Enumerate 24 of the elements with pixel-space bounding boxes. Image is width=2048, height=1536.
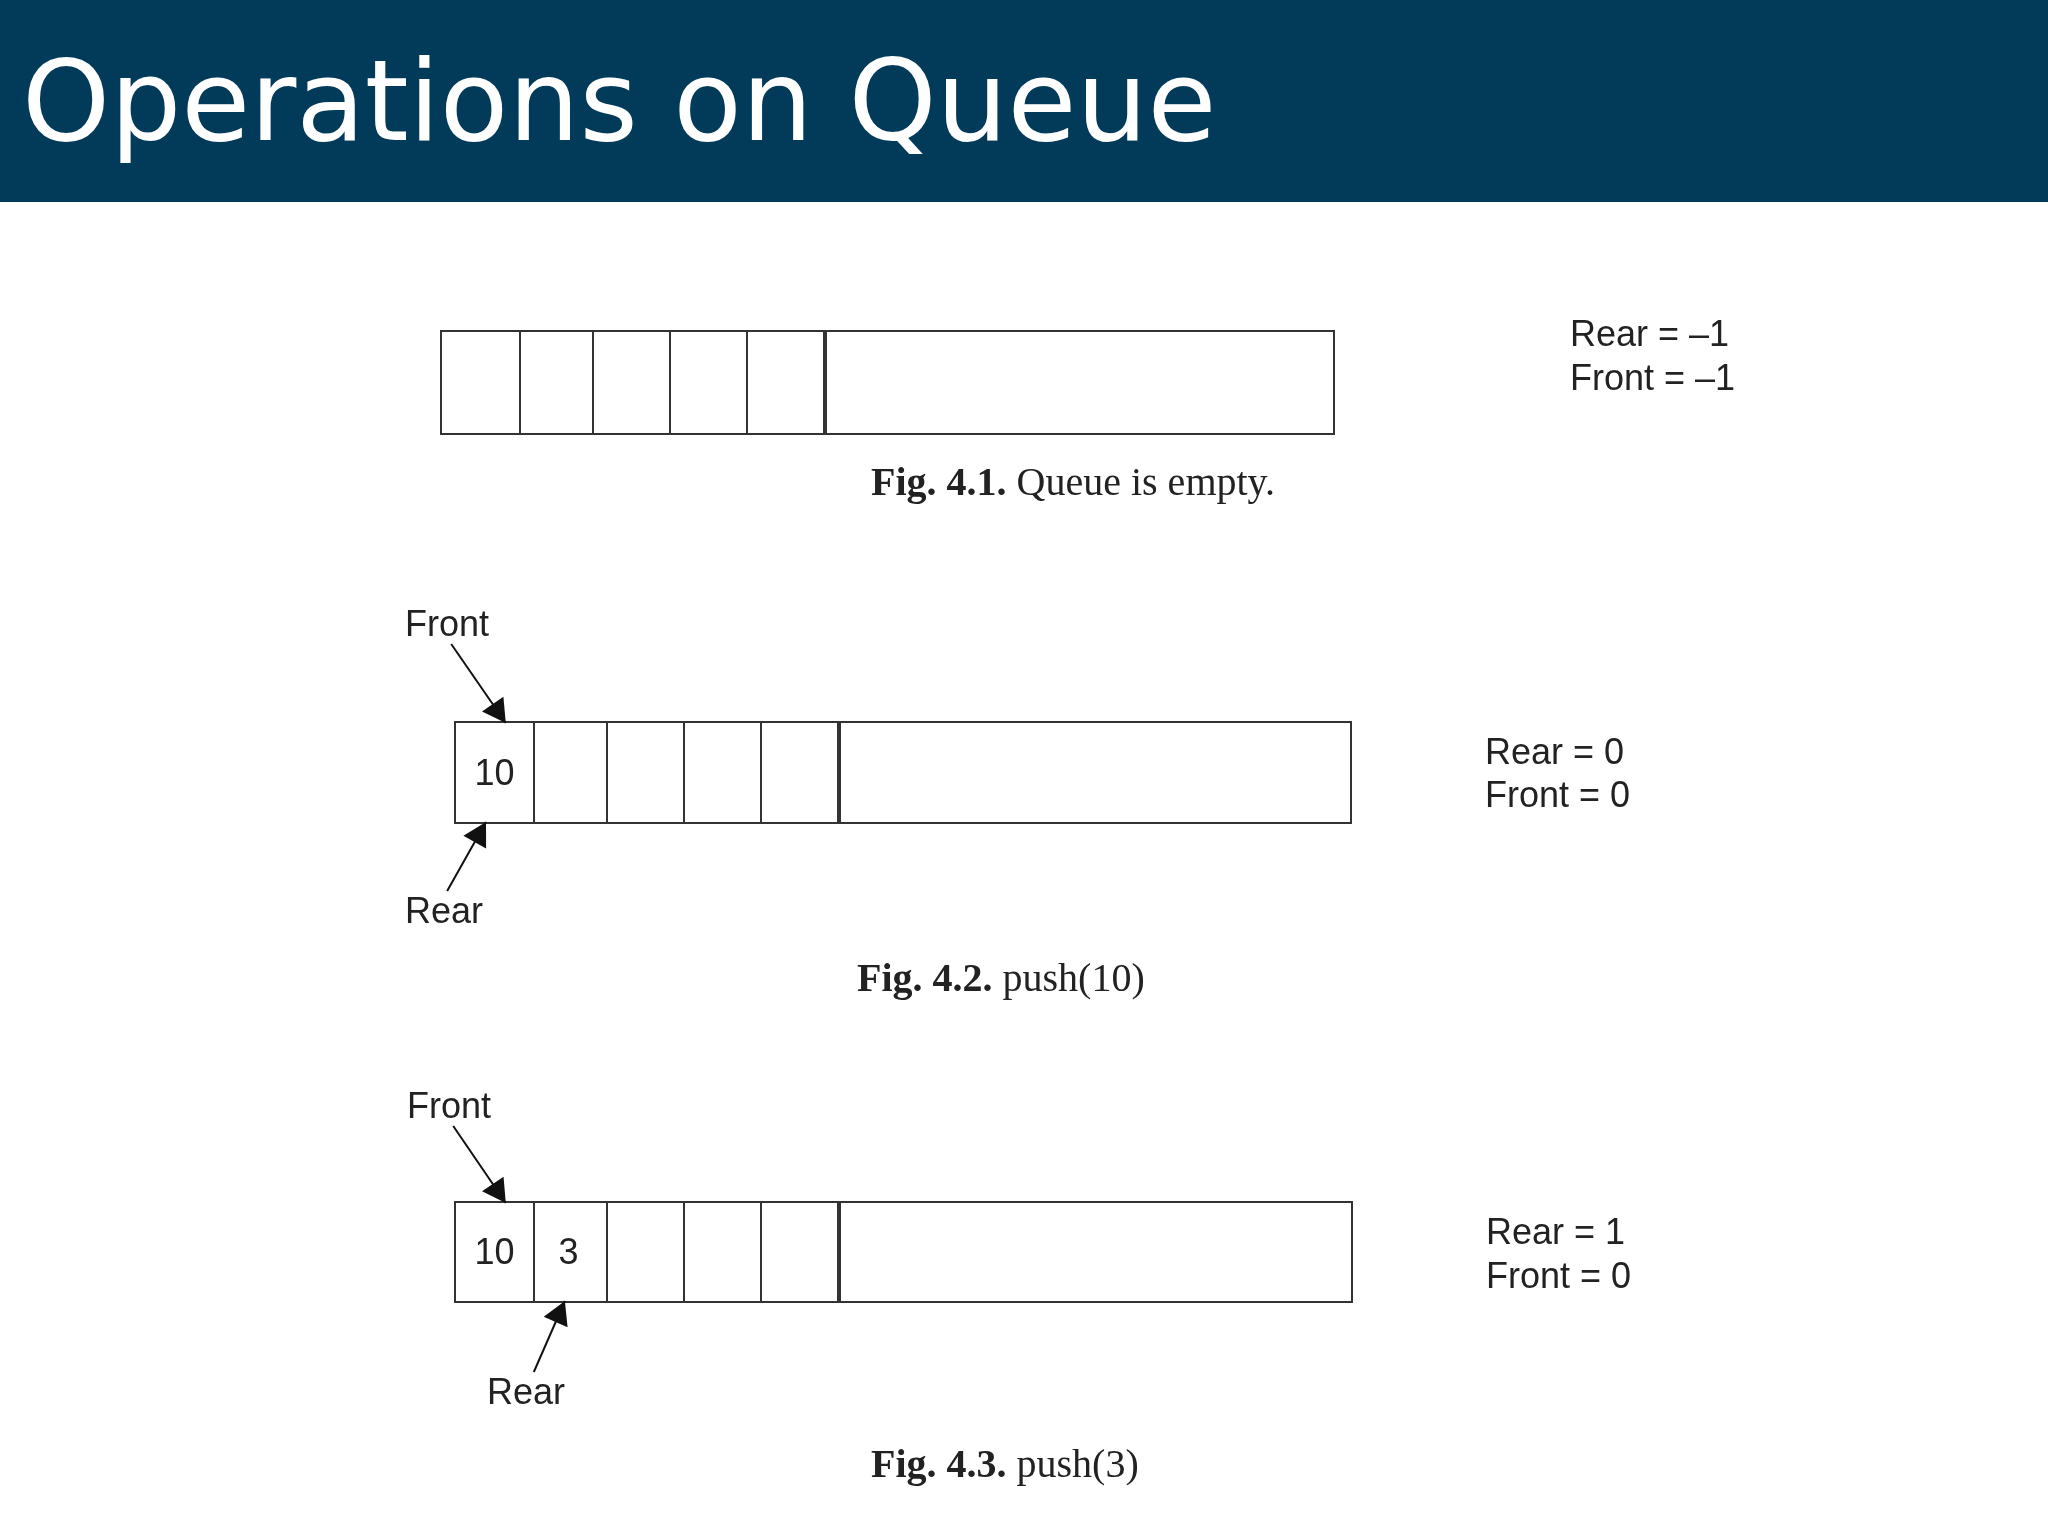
pointer-arrow: [452, 1125, 507, 1204]
variable-value: Front = 0: [1485, 777, 1631, 813]
figure-caption: Fig. 4.1. Queue is empty.: [871, 462, 1275, 502]
slide-title: Operations on Queue: [22, 40, 1217, 164]
pointer-label: Front: [405, 606, 490, 642]
pointer-arrow: [450, 643, 507, 724]
figure-caption: Fig. 4.2. push(10): [857, 958, 1145, 998]
variable-value: Rear = 1: [1486, 1214, 1626, 1250]
pointer-label: Rear: [487, 1374, 566, 1410]
pointer-label: Front: [407, 1088, 492, 1124]
queue-array: [454, 1201, 1353, 1303]
pointer-label: Rear: [405, 893, 484, 929]
cell-value: 10: [474, 751, 515, 794]
cell-value: 3: [558, 1231, 579, 1273]
queue-array: [454, 721, 1352, 824]
pointer-arrow: [532, 1300, 568, 1373]
variable-value: Front = 0: [1486, 1258, 1632, 1294]
pointer-arrow: [446, 821, 487, 892]
variable-value: Rear = 0: [1485, 734, 1625, 770]
queue-array: [440, 330, 1335, 435]
figure-caption: Fig. 4.3. push(3): [871, 1444, 1139, 1484]
cell-value: 10: [474, 1231, 515, 1273]
variable-value: Front = –1: [1570, 360, 1736, 396]
variable-value: Rear = –1: [1570, 316, 1730, 352]
